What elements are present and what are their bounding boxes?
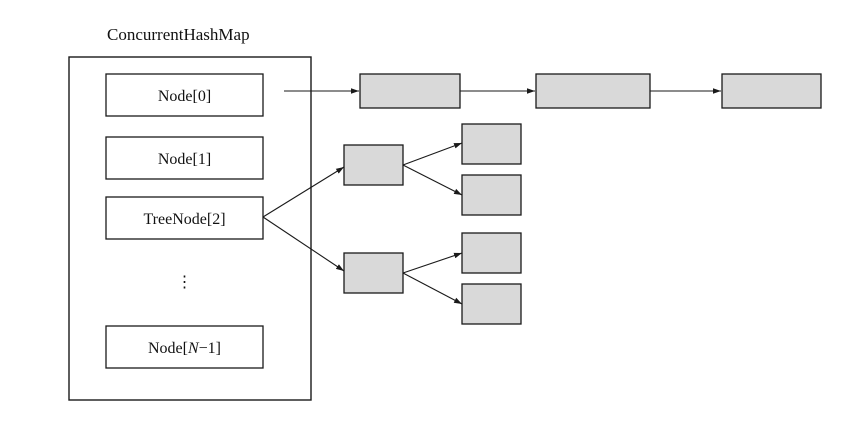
list-node-2 [536, 74, 650, 108]
slot-node-0: Node[0] [106, 74, 263, 116]
tree-leaf-2 [462, 175, 521, 215]
diagram-title: ConcurrentHashMap [107, 25, 250, 44]
slot-treenode-2: TreeNode[2] [106, 197, 263, 239]
tree-node-upper [344, 145, 403, 185]
slot-node-n-minus-1: Node[N−1] [106, 326, 263, 368]
slot-node-1: Node[1] [106, 137, 263, 179]
list-node-3 [722, 74, 821, 108]
tree-leaf-1 [462, 124, 521, 164]
arrow-upper-to-leaf-2 [403, 165, 462, 195]
slot-treenode-2-label: TreeNode[2] [143, 211, 225, 228]
arrow-upper-to-leaf-1 [403, 143, 462, 165]
arrow-lower-to-leaf-3 [403, 253, 462, 273]
slot-node-n-minus-1-label: Node[N−1] [148, 340, 221, 357]
slot-node-0-label: Node[0] [158, 88, 211, 105]
tree-node-lower [344, 253, 403, 293]
tree-leaf-4 [462, 284, 521, 324]
arrow-lower-to-leaf-4 [403, 273, 462, 304]
tree-leaf-3 [462, 233, 521, 273]
list-node-1 [360, 74, 460, 108]
ellipsis-icon: ⋮ [177, 274, 193, 291]
slot-node-1-label: Node[1] [158, 151, 211, 168]
